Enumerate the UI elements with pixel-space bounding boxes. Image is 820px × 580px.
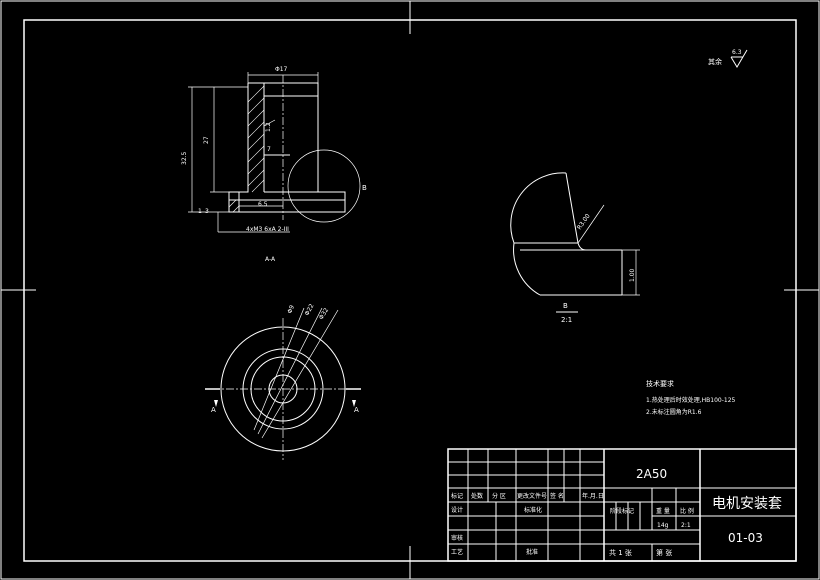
- dim-height-inner: 27: [203, 136, 210, 144]
- drawing-number: 01-03: [728, 531, 763, 545]
- detail-radius: R3.00: [576, 213, 592, 232]
- detail-b-title: B: [563, 302, 568, 310]
- drawing-text: 共 1 张: [609, 548, 632, 557]
- dim-3: 3: [205, 208, 209, 215]
- plan-view: Φ9 Φ22 Φ32 A A: [205, 303, 361, 460]
- drawing-text: 签 名: [550, 492, 564, 500]
- technical-requirements: 技术要求 1.热处理后时效处理,HB100-125 2.未标注圆角为R1.6: [646, 379, 736, 416]
- drawing-frame: [23, 19, 797, 562]
- drawing-text: 比 例: [680, 507, 694, 515]
- section-aa-label: A-A: [265, 256, 276, 263]
- drawing-text: 设计: [451, 506, 463, 514]
- part-name: 电机安装套: [712, 496, 782, 512]
- drawing-text: 1.热处理后时效处理,HB100-125: [646, 396, 736, 404]
- cut-label-right: A: [354, 406, 359, 414]
- drawing-text: 其余: [708, 57, 722, 66]
- dim-6-5: 6.5: [258, 201, 268, 208]
- drawing-text: 2.未标注圆角为R1.6: [646, 408, 702, 416]
- drawing-text: 审核: [451, 534, 463, 542]
- drawing-text: 标准化: [524, 506, 542, 514]
- drawing-text: 批准: [526, 548, 538, 556]
- detail-b-circle: [287, 149, 361, 223]
- drawing-text: 年.月.日: [582, 492, 604, 500]
- dim-height-total: 32.5: [181, 151, 188, 165]
- drawing-text: 技术要求: [646, 379, 674, 388]
- dim-dia-3: Φ32: [318, 307, 331, 321]
- drawing-text: 14g: [657, 522, 669, 529]
- title-block: 2A50 电机安装套 01-03 标记 处数 分 区 更改文件号 签 名 年.月…: [447, 448, 797, 562]
- drawing-text: 重 量: [656, 507, 670, 515]
- detail-b-marker: B: [362, 184, 367, 192]
- drawing-text: 工艺: [451, 548, 463, 556]
- section-view-aa: Φ17 32.5 27 1.2 7 6.5 1 3 4xM3 6xA 2-III…: [181, 66, 367, 263]
- dim-7: 7: [267, 146, 271, 153]
- dim-dia-1: Φ9: [286, 304, 296, 315]
- dim-dia-2: Φ22: [304, 303, 316, 317]
- dim-diameter-top: Φ17: [275, 66, 288, 73]
- thread-note: 4xM3 6xA 2-III: [246, 226, 289, 233]
- drawing-text: 第 张: [656, 548, 672, 557]
- drawing-text: 6.3: [732, 49, 742, 56]
- drawing-text: 更改文件号: [517, 492, 547, 500]
- cut-label-left: A: [211, 406, 216, 414]
- material-text: 2A50: [636, 467, 667, 481]
- drawing-text: 分 区: [492, 492, 506, 500]
- detail-view-b: R3.00 1.00 B 2:1: [510, 172, 640, 324]
- dim-angle: 1.2: [265, 122, 272, 132]
- drawing-text: 阶段标记: [610, 507, 634, 515]
- section-hatching: [228, 85, 265, 213]
- surface-finish-symbol: 其余 6.3: [708, 49, 748, 68]
- drawing-text: 2:1: [681, 522, 691, 529]
- drawing-text: 处数: [471, 492, 483, 500]
- detail-b-scale: 2:1: [561, 316, 572, 324]
- drawing-text: 标记: [451, 492, 463, 500]
- dim-1: 1: [198, 208, 202, 215]
- detail-dim: 1.00: [629, 268, 636, 282]
